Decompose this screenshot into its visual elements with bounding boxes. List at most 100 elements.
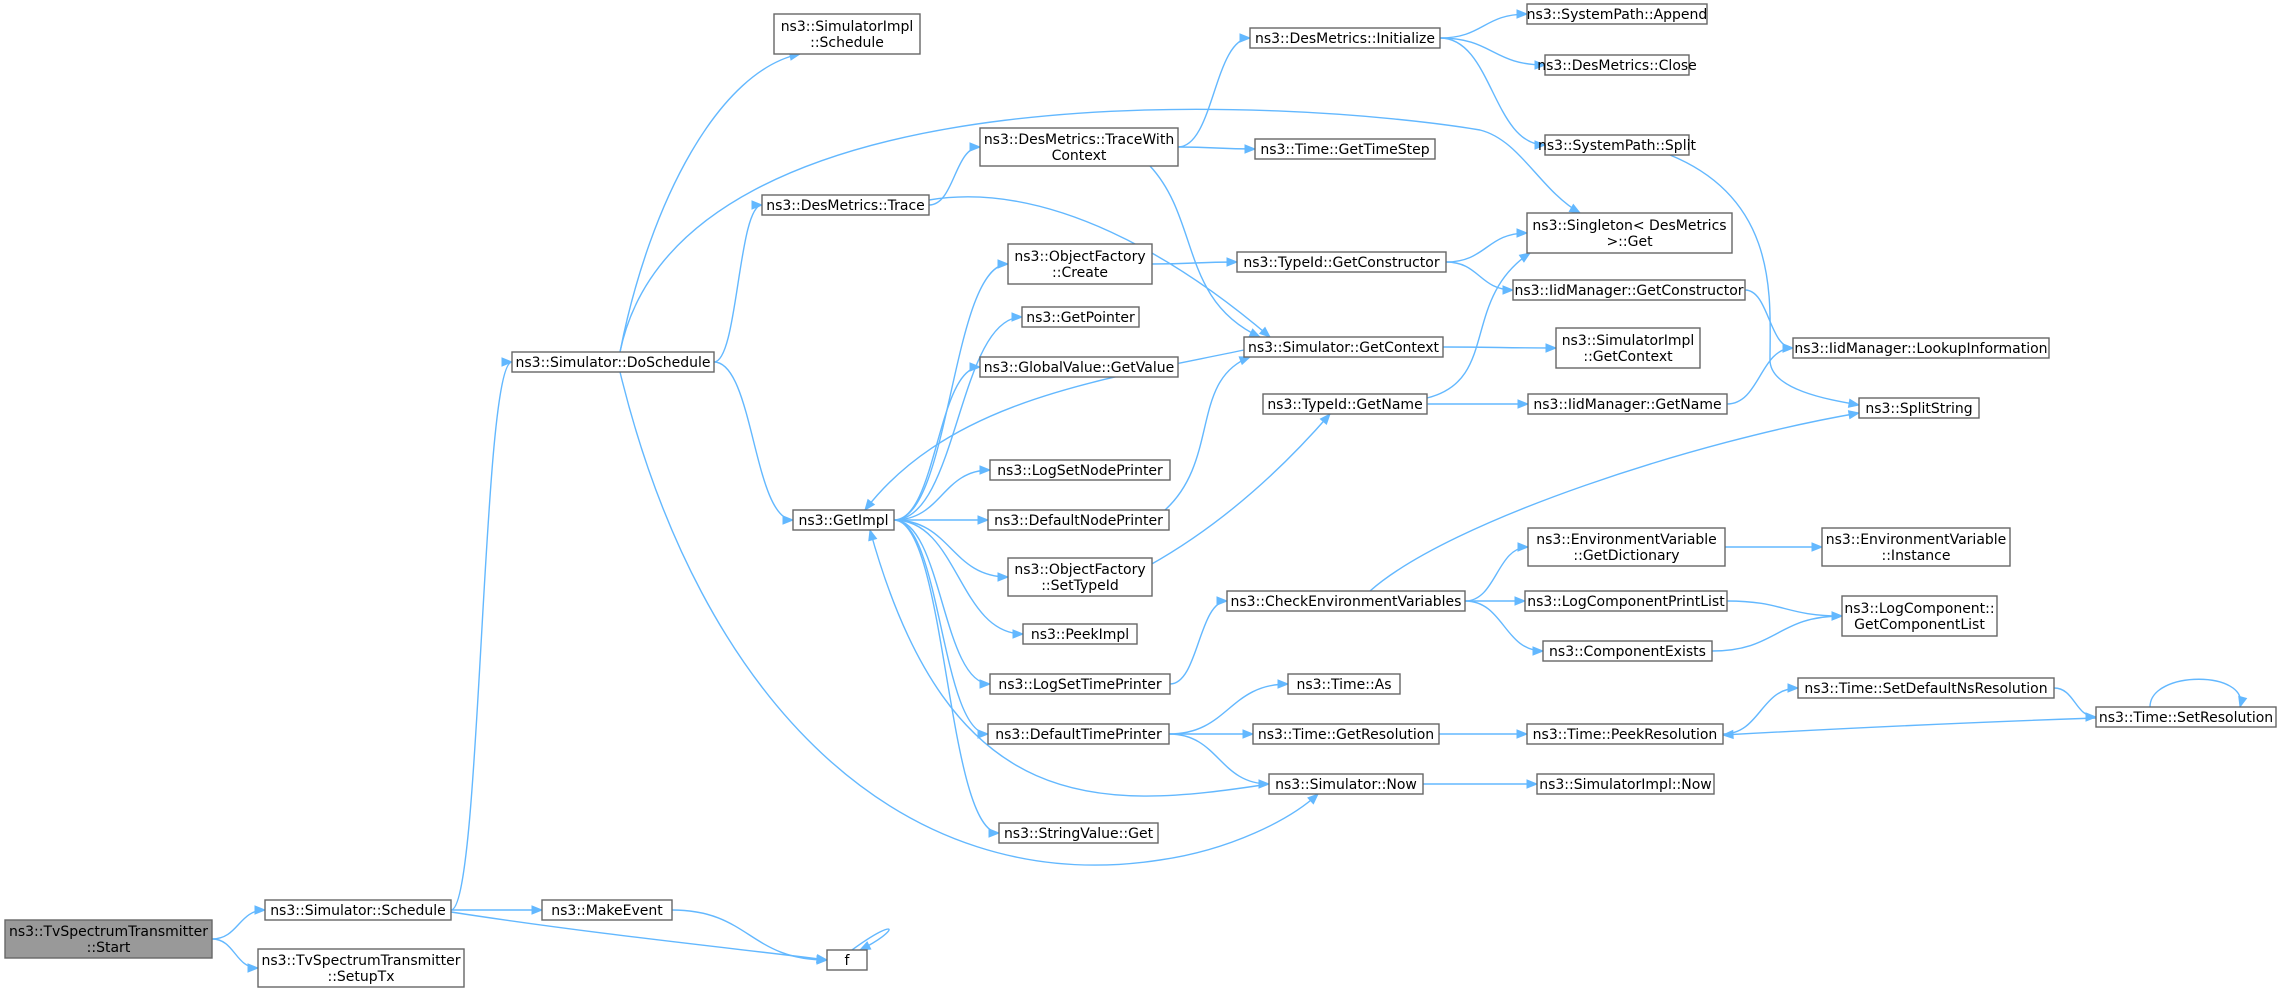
node-start[interactable]: ns3::TvSpectrumTransmitter::Start	[4, 919, 213, 959]
node-defaulttimeprinter[interactable]: ns3::DefaultTimePrinter	[987, 723, 1170, 745]
node-box[interactable]	[1524, 590, 1728, 612]
node-syspath_append[interactable]: ns3::SystemPath::Append	[1526, 3, 1708, 25]
node-box[interactable]	[1287, 673, 1401, 695]
node-box[interactable]	[511, 351, 715, 373]
node-box[interactable]	[1236, 251, 1447, 273]
node-singleton_get[interactable]: ns3::Singleton< DesMetrics >::Get	[1526, 212, 1733, 254]
node-box[interactable]	[264, 899, 452, 921]
node-box[interactable]	[987, 509, 1170, 531]
node-checkenv[interactable]: ns3::CheckEnvironmentVariables	[1226, 590, 1466, 612]
node-setuptx[interactable]: ns3::TvSpectrumTransmitter::SetupTx	[257, 948, 465, 988]
node-of_settypeid[interactable]: ns3::ObjectFactory::SetTypeId	[1007, 557, 1153, 597]
node-time_as[interactable]: ns3::Time::As	[1287, 673, 1401, 695]
node-box[interactable]	[1252, 723, 1440, 745]
node-time_setdefaultnsresolution[interactable]: ns3::Time::SetDefaultNsResolution	[1797, 677, 2055, 699]
node-box[interactable]	[1249, 27, 1441, 49]
node-box[interactable]	[1526, 3, 1708, 25]
node-env_getdictionary[interactable]: ns3::EnvironmentVariable::GetDictionary	[1527, 527, 1726, 567]
node-box[interactable]	[1797, 677, 2055, 699]
node-box[interactable]	[1512, 279, 1746, 301]
node-makeevent[interactable]: ns3::MakeEvent	[541, 899, 673, 921]
node-time_gettimestep[interactable]: ns3::Time::GetTimeStep	[1254, 138, 1436, 160]
node-logtimeprinter[interactable]: ns3::LogSetTimePrinter	[989, 673, 1171, 695]
node-lognodeprinter[interactable]: ns3::LogSetNodePrinter	[989, 459, 1171, 481]
node-time_setresolution[interactable]: ns3::Time::SetResolution	[2095, 706, 2277, 728]
node-label: ns3::TvSpectrumTransmitter	[261, 953, 460, 969]
node-getpointer[interactable]: ns3::GetPointer	[1021, 306, 1140, 328]
node-box[interactable]	[1536, 773, 1715, 795]
node-box[interactable]	[1007, 557, 1153, 597]
node-of_create[interactable]: ns3::ObjectFactory::Create	[1007, 243, 1153, 285]
node-box[interactable]	[1226, 590, 1466, 612]
node-box[interactable]	[998, 822, 1159, 844]
node-box[interactable]	[541, 899, 673, 921]
node-splitstring[interactable]: ns3::SplitString	[1858, 397, 1980, 419]
node-f[interactable]: f	[826, 949, 868, 971]
node-syspath_split[interactable]: ns3::SystemPath::Split	[1538, 134, 1696, 156]
node-simimpl_getcontext[interactable]: ns3::SimulatorImpl::GetContext	[1555, 327, 1701, 369]
node-iid_getconstructor[interactable]: ns3::IidManager::GetConstructor	[1512, 279, 1746, 301]
node-time_peekresolution[interactable]: ns3::Time::PeekResolution	[1526, 723, 1724, 745]
node-box[interactable]	[1007, 243, 1153, 285]
node-box[interactable]	[1544, 54, 1690, 76]
node-box[interactable]	[989, 459, 1171, 481]
node-box[interactable]	[1022, 623, 1138, 645]
node-sim_now[interactable]: ns3::Simulator::Now	[1268, 773, 1424, 795]
node-desmetrics_trace[interactable]: ns3::DesMetrics::Trace	[761, 194, 930, 216]
node-logcomponent_getcomponentlist[interactable]: ns3::LogComponent::GetComponentList	[1841, 595, 1998, 637]
node-iid_lookupinformation[interactable]: ns3::IidManager::LookupInformation	[1792, 337, 2050, 359]
node-label: GetComponentList	[1854, 617, 1985, 633]
node-box[interactable]	[979, 127, 1179, 167]
arrowhead-dm_initialize-to-syspath_split	[1534, 140, 1547, 150]
node-label: ns3::CheckEnvironmentVariables	[1231, 594, 1462, 610]
node-time_getresolution[interactable]: ns3::Time::GetResolution	[1252, 723, 1440, 745]
node-env_instance[interactable]: ns3::EnvironmentVariable::Instance	[1821, 527, 2011, 567]
node-box[interactable]	[1841, 595, 1998, 637]
node-simimpl_now[interactable]: ns3::SimulatorImpl::Now	[1536, 773, 1715, 795]
node-dm_initialize[interactable]: ns3::DesMetrics::Initialize	[1249, 27, 1441, 49]
node-iid_getname[interactable]: ns3::IidManager::GetName	[1527, 393, 1728, 415]
node-gv_getvalue[interactable]: ns3::GlobalValue::GetValue	[979, 356, 1179, 378]
node-box[interactable]	[1254, 138, 1436, 160]
node-peekimpl[interactable]: ns3::PeekImpl	[1022, 623, 1138, 645]
node-box[interactable]	[1527, 393, 1728, 415]
node-label: ns3::GetImpl	[798, 513, 888, 529]
node-box[interactable]	[979, 356, 1179, 378]
node-box[interactable]	[792, 509, 895, 531]
node-box[interactable]	[989, 673, 1171, 695]
node-stringvalue_get[interactable]: ns3::StringValue::Get	[998, 822, 1159, 844]
node-logcomponentprintlist[interactable]: ns3::LogComponentPrintList	[1524, 590, 1728, 612]
node-box[interactable]	[1555, 327, 1701, 369]
node-box[interactable]	[1792, 337, 2050, 359]
node-box[interactable]	[2095, 706, 2277, 728]
node-box[interactable]	[257, 948, 465, 988]
node-typeid_getname[interactable]: ns3::TypeId::GetName	[1262, 393, 1428, 415]
node-sim_getcontext[interactable]: ns3::Simulator::GetContext	[1243, 336, 1444, 358]
node-schedule[interactable]: ns3::Simulator::Schedule	[264, 899, 452, 921]
node-box[interactable]	[4, 919, 213, 959]
node-box[interactable]	[1542, 640, 1713, 662]
node-dm_close[interactable]: ns3::DesMetrics::Close	[1537, 54, 1697, 76]
node-box[interactable]	[1858, 397, 1980, 419]
node-box[interactable]	[1243, 336, 1444, 358]
node-simimpl_schedule[interactable]: ns3::SimulatorImpl::Schedule	[773, 13, 921, 55]
node-defaultnodeprinter[interactable]: ns3::DefaultNodePrinter	[987, 509, 1170, 531]
node-box[interactable]	[987, 723, 1170, 745]
node-typeid_getconstructor[interactable]: ns3::TypeId::GetConstructor	[1236, 251, 1447, 273]
node-box[interactable]	[1821, 527, 2011, 567]
node-box[interactable]	[1526, 723, 1724, 745]
arrowhead-getimpl-to-defaulttimeprinter	[977, 729, 990, 739]
node-box[interactable]	[1527, 527, 1726, 567]
node-box[interactable]	[1262, 393, 1428, 415]
node-getimpl[interactable]: ns3::GetImpl	[792, 509, 895, 531]
node-box[interactable]	[1021, 306, 1140, 328]
node-box[interactable]	[1526, 212, 1733, 254]
node-doschedule[interactable]: ns3::Simulator::DoSchedule	[511, 351, 715, 373]
node-componentexists[interactable]: ns3::ComponentExists	[1542, 640, 1713, 662]
node-box[interactable]	[761, 194, 930, 216]
node-box[interactable]	[773, 13, 921, 55]
node-box[interactable]	[826, 949, 868, 971]
node-box[interactable]	[1268, 773, 1424, 795]
node-box[interactable]	[1544, 134, 1690, 156]
